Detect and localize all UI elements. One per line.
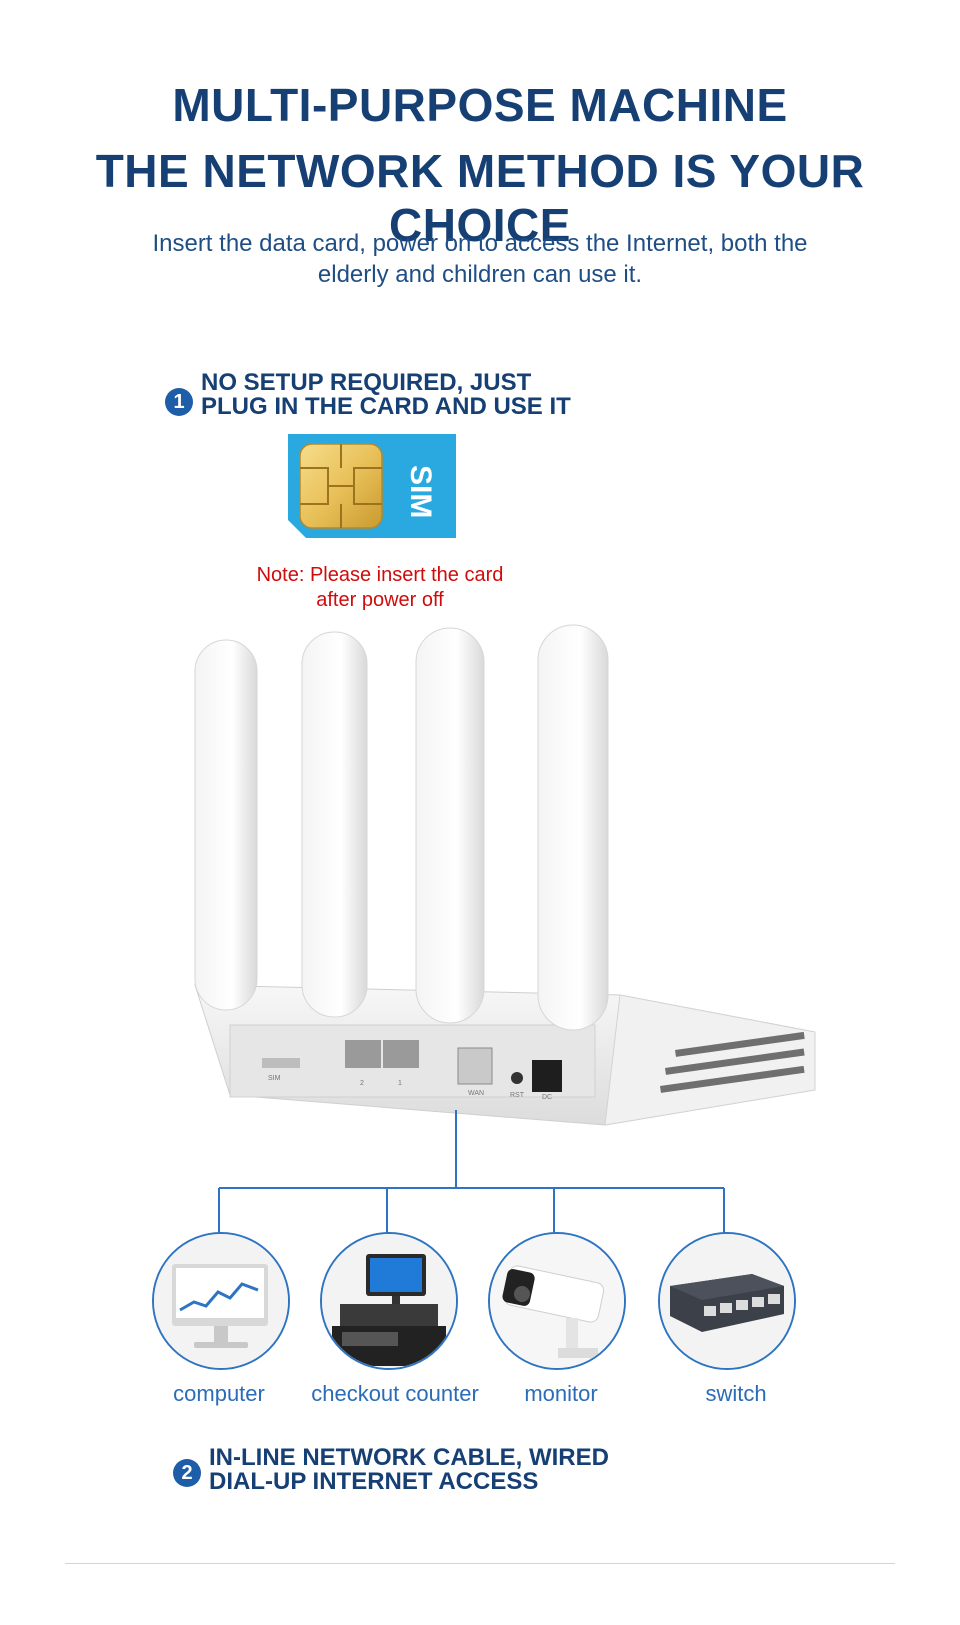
note-line-2: after power off [316,589,444,611]
step-1-line-2: PLUG IN THE CARD AND USE IT [201,393,571,420]
sim-label: SIM [404,465,437,519]
port-label-1: 1 [398,1080,402,1087]
subtitle: Insert the data card, power on to access… [100,228,860,290]
device-label-checkout-counter: checkout counter [311,1381,479,1406]
computer-icon [152,1232,290,1370]
step-2-heading: IN-LINE NETWORK CABLE, WIRED DIAL-UP INT… [209,1446,609,1494]
device-label-switch: switch [705,1381,767,1406]
pos-terminal-icon [320,1232,458,1370]
network-switch-icon [658,1232,796,1370]
power-off-note: Note: Please insert the card after power… [210,563,550,613]
step-1-line-1: NO SETUP REQUIRED, JUST [201,369,532,396]
subtitle-line-1: Insert the data card, power on to access… [152,230,808,257]
port-label-dc: DC [542,1094,553,1101]
step-1-badge: 1 [165,388,193,416]
step-2-line-2: DIAL-UP INTERNET ACCESS [209,1468,539,1495]
step-2-badge: 2 [173,1459,201,1487]
camera-icon [488,1232,626,1370]
router-image: SIM 2 1 WAN RST DC [150,620,830,1140]
step-1-heading: NO SETUP REQUIRED, JUST PLUG IN THE CARD… [201,371,571,419]
device-label-computer: computer [173,1381,265,1406]
subtitle-line-2: elderly and children can use it. [317,261,643,288]
device-label-monitor: monitor [524,1381,598,1406]
title-line-2: THE NETWORK METHOD IS YOUR CHOICE [95,145,865,251]
port-label-rst: RST [510,1092,524,1099]
title-line-1: MULTI-PURPOSE MACHINE [172,79,788,131]
note-line-1: Note: Please insert the card [256,564,504,586]
port-label-2: 2 [360,1080,364,1087]
port-label-sim: SIM [268,1075,281,1082]
sim-card-icon: SIM [288,434,456,538]
port-label-wan: WAN [468,1090,485,1097]
bottom-divider [65,1563,895,1564]
connector-lines [218,1110,725,1235]
step-2-line-1: IN-LINE NETWORK CABLE, WIRED [209,1444,609,1471]
